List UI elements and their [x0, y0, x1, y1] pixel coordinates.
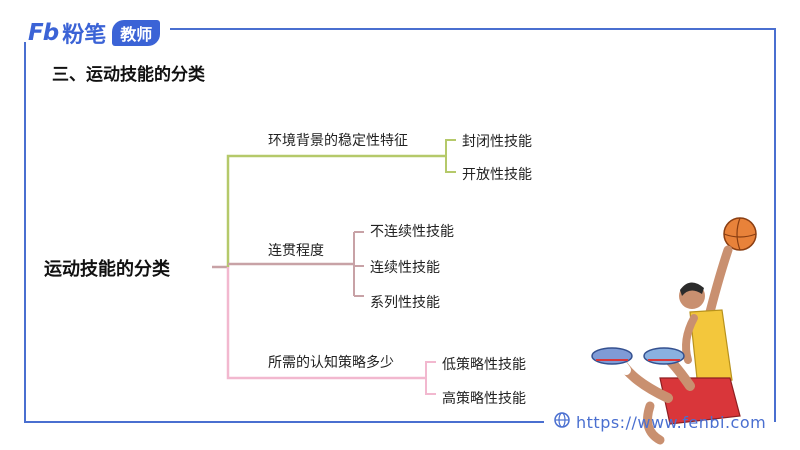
brand-logo: Fb 粉笔 教师: [28, 19, 161, 48]
brand-badge: 教师: [112, 20, 161, 46]
leaf-open-skill: 开放性技能: [462, 167, 532, 183]
website-url[interactable]: https://www.fenbi.com: [576, 412, 767, 432]
basketball-player-illustration: [591, 217, 757, 445]
frame-bottom-line: [24, 421, 544, 423]
frame-left-line: [24, 42, 26, 422]
globe-icon: [554, 412, 570, 432]
branch-label-cognitive: 所需的认知策略多少: [268, 355, 394, 371]
website-link[interactable]: https://www.fenbi.com: [554, 412, 766, 432]
leaf-discrete-skill: 不连续性技能: [370, 224, 454, 240]
mindmap-root: 运动技能的分类: [44, 259, 170, 280]
brand-name: 粉笔: [62, 23, 107, 48]
frame-top-line: [170, 28, 776, 30]
leaf-continuous-skill: 连续性技能: [370, 260, 440, 276]
branch-label-stability: 环境背景的稳定性特征: [268, 133, 408, 149]
leaf-closed-skill: 封闭性技能: [462, 134, 532, 150]
section-title: 三、运动技能的分类: [52, 65, 205, 85]
branch-label-continuity: 连贯程度: [268, 243, 324, 259]
frame-right-line: [774, 28, 776, 422]
brand-mark: Fb: [28, 20, 59, 46]
leaf-high-strategy-skill: 高策略性技能: [442, 391, 526, 407]
leaf-serial-skill: 系列性技能: [370, 295, 440, 311]
leaf-low-strategy-skill: 低策略性技能: [442, 357, 526, 373]
